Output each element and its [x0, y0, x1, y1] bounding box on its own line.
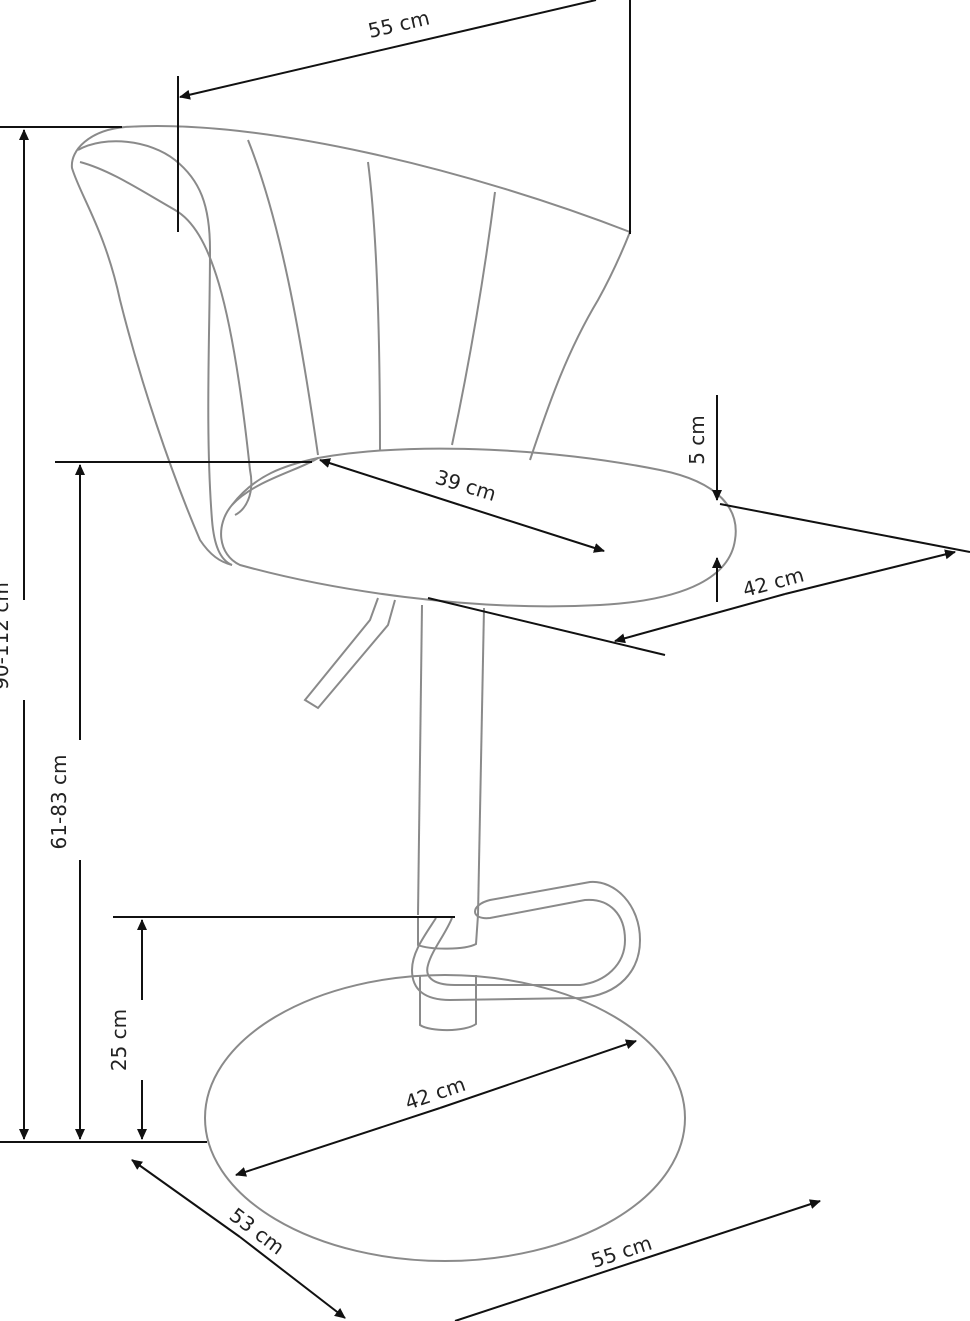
seat-diagonal-dimension-line — [319, 458, 461, 506]
seat-width-dimension-line — [614, 593, 786, 644]
base-diameter-dimension-line — [235, 1107, 441, 1177]
backrest-channel — [247, 139, 319, 456]
footprint-width-dimension-line — [639, 1199, 821, 1261]
dimension-labels: 55 cm 90-112 cm 61-83 cm 25 cm 39 cm 5 c… — [0, 5, 806, 1272]
backrest-channel — [451, 191, 496, 446]
top-width-dimension-line — [179, 0, 597, 100]
seat-thickness-label: 5 cm — [685, 415, 709, 465]
seat-height-label: 61-83 cm — [47, 755, 71, 850]
footrest-height-label: 25 cm — [107, 1009, 131, 1071]
base-disc — [204, 974, 686, 1262]
gas-lever — [303, 597, 396, 710]
seat-outline — [220, 447, 737, 608]
footrest-ring — [410, 880, 642, 1002]
total-height-label: 90-112 cm — [0, 582, 13, 690]
footprint-depth-dimension-line — [131, 1159, 241, 1238]
stool-outline — [70, 125, 737, 1262]
backrest-channel — [367, 161, 381, 451]
seat-width-label: 42 cm — [740, 563, 806, 602]
top-width-label: 55 cm — [366, 5, 432, 42]
stool-column — [417, 604, 423, 916]
base-diameter-label: 42 cm — [402, 1072, 469, 1115]
